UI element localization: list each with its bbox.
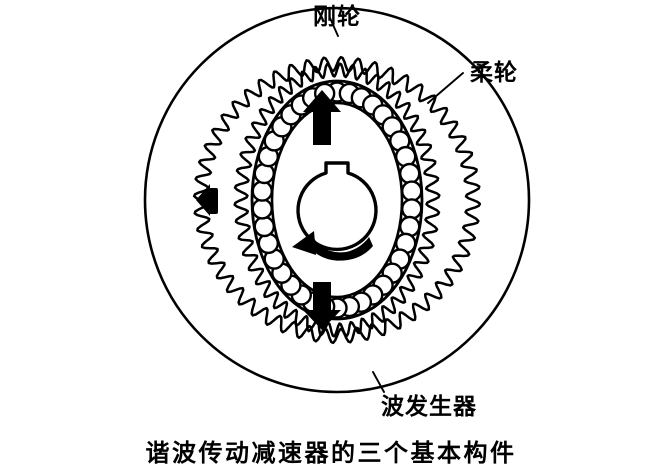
leader-line-wave-generator bbox=[372, 371, 385, 393]
hub-body-with-keyway bbox=[296, 161, 378, 252]
bearing-ball bbox=[401, 198, 423, 220]
rigid-gear-outer-circle bbox=[143, 6, 531, 394]
label-rigid-gear: 刚轮 bbox=[313, 3, 361, 30]
label-wave-generator: 波发生器 bbox=[381, 393, 477, 420]
bearing-ball bbox=[401, 180, 423, 202]
label-flexspline: 柔轮 bbox=[470, 59, 518, 86]
leader-line-rigid-gear bbox=[329, 17, 339, 37]
deflection-arrow-left bbox=[196, 184, 218, 216]
leader-line-flexspline bbox=[427, 72, 464, 104]
bearing-ball bbox=[253, 215, 275, 238]
rotation-arrow bbox=[292, 231, 373, 261]
rigid-gear-internal-teeth bbox=[192, 55, 482, 345]
deflection-arrow-bottom bbox=[303, 282, 341, 330]
wave-generator-hub bbox=[296, 161, 378, 252]
deflection-arrow-top bbox=[303, 90, 341, 145]
bearing-ball bbox=[399, 162, 421, 185]
flexspline-teeth bbox=[233, 62, 441, 338]
bearing-ball bbox=[251, 198, 273, 220]
bearing-ball bbox=[251, 180, 273, 202]
figure-caption: 谐波传动减速器的三个基本构件 bbox=[146, 439, 517, 467]
